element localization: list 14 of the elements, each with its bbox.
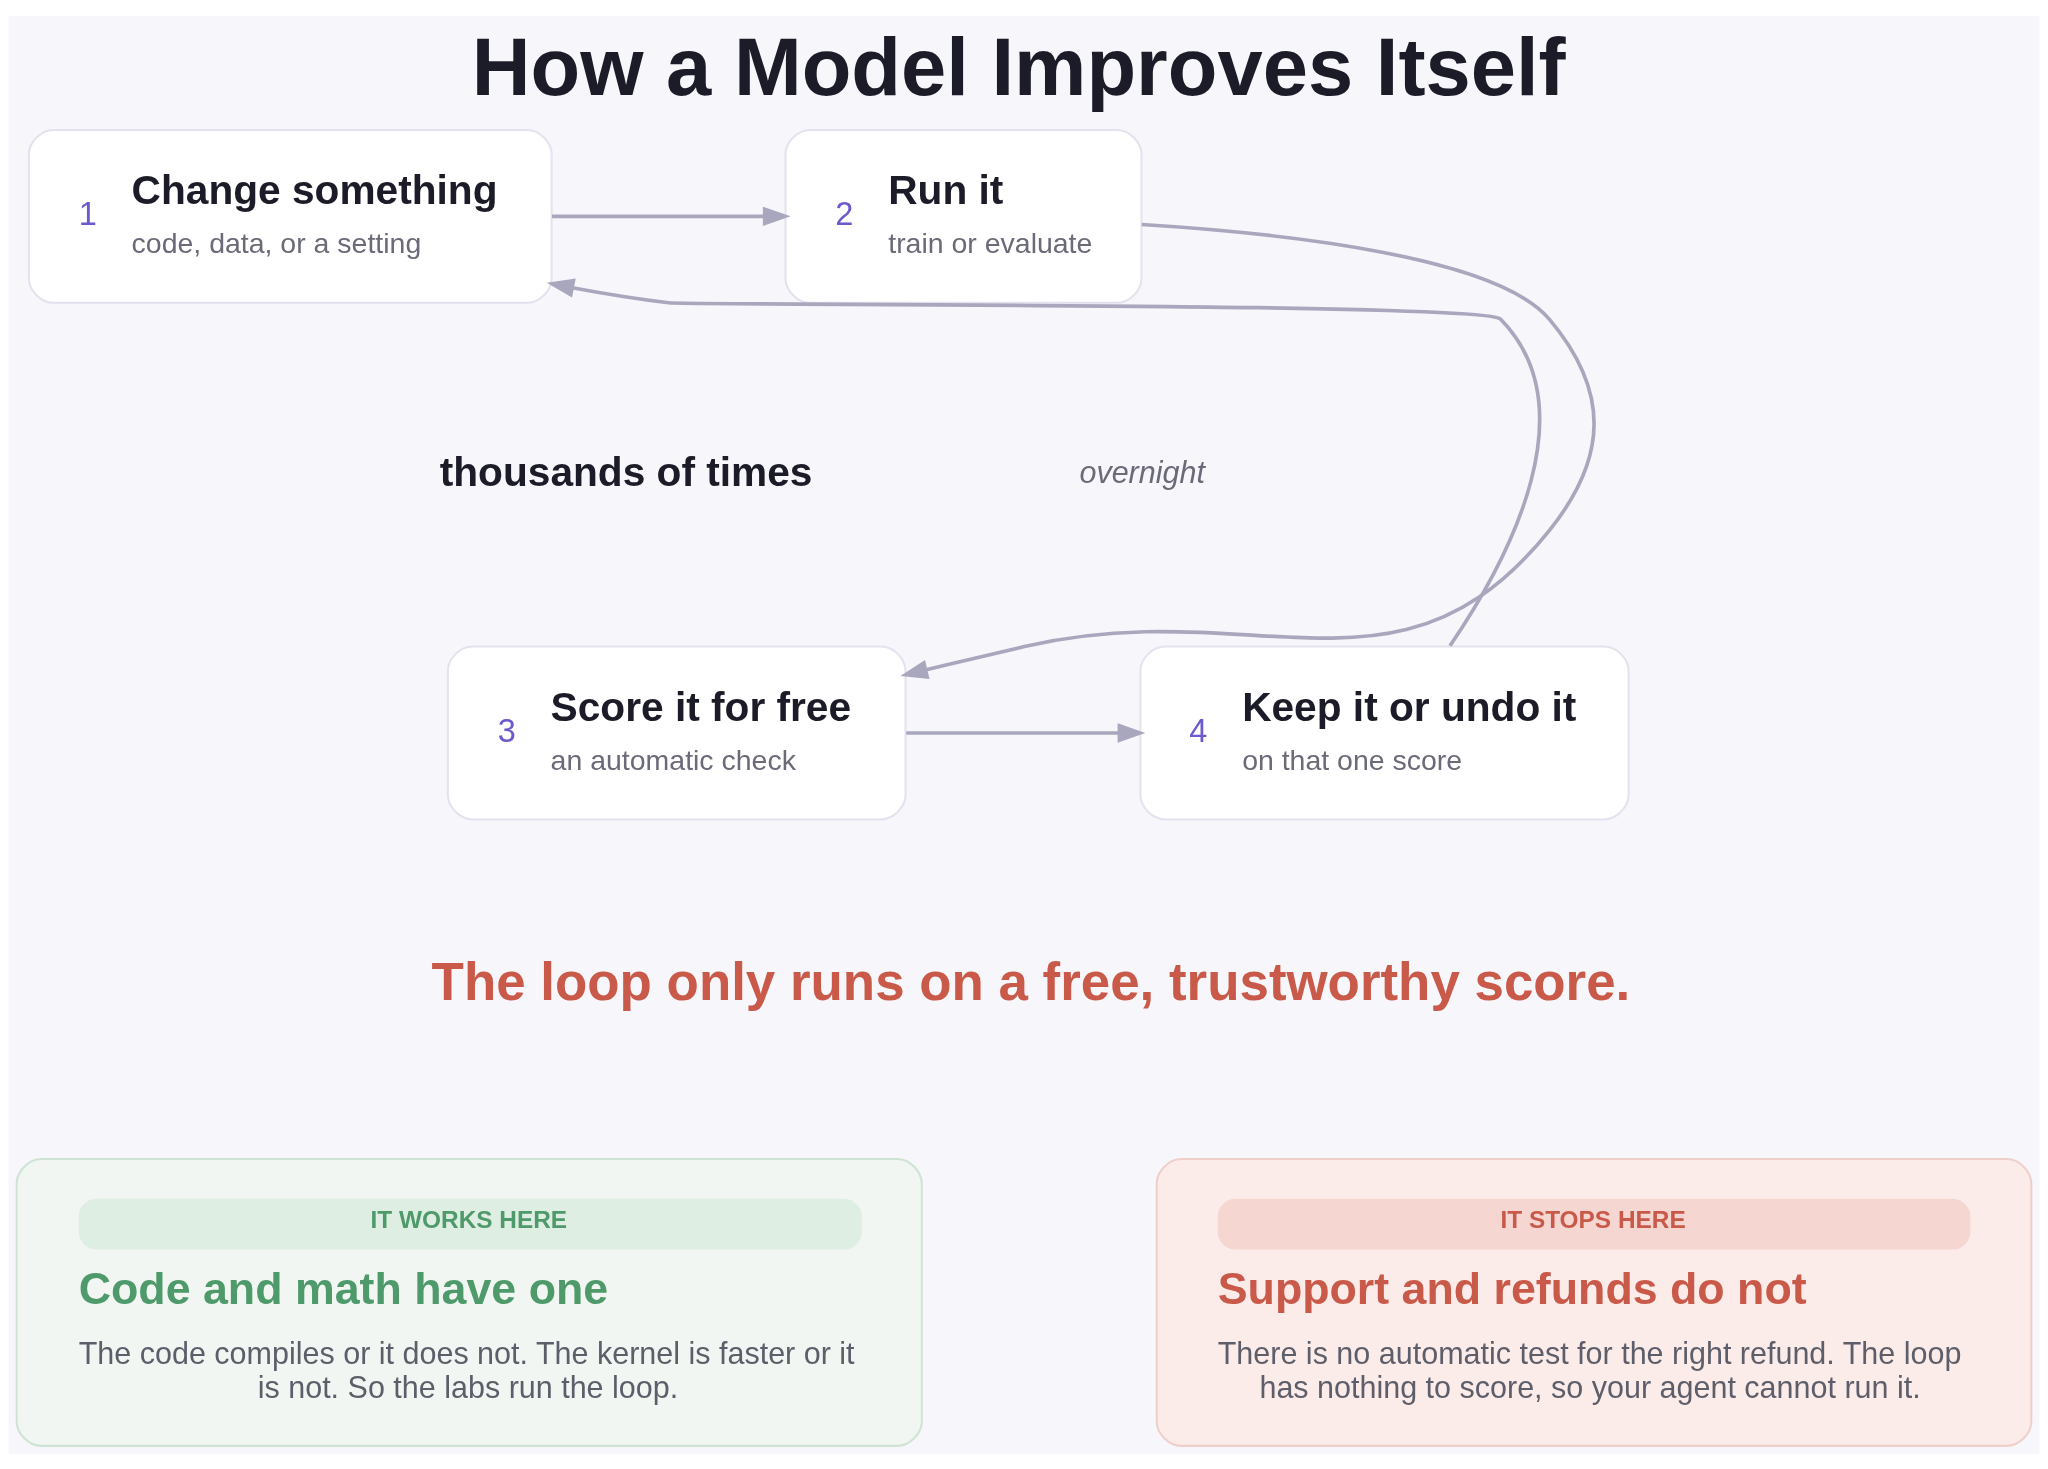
label: The loop only runs on a free, trustworthy score.: [431, 951, 1631, 1011]
arrow: [551, 206, 791, 226]
label: overnight: [1079, 454, 1205, 489]
label: thousands of times: [439, 448, 813, 495]
node-box: 4 Keep it or undo it on that one score: [1139, 645, 1630, 820]
arrow: [546, 278, 1542, 647]
node-box: IT WORKS HERE Code and math have one The code compiles or it does not. The kernel is faster or it is not. So the labs run the loop.: [15, 1157, 923, 1447]
diagram-title: How a Model Improves Itself: [471, 20, 1566, 112]
node-box: 1 Change something code, data, or a setting: [27, 128, 553, 304]
arrow: [906, 722, 1146, 743]
arrow: [900, 222, 1596, 679]
node-box: 3 Score it for free an automatic check: [446, 645, 907, 820]
node-box: 2 Run it train or evaluate: [784, 128, 1143, 304]
node-box: IT STOPS HERE Support and refunds do not There is no automatic test for the right refund. The loop has nothing to score, so your agent cannot run it.: [1155, 1157, 2033, 1447]
